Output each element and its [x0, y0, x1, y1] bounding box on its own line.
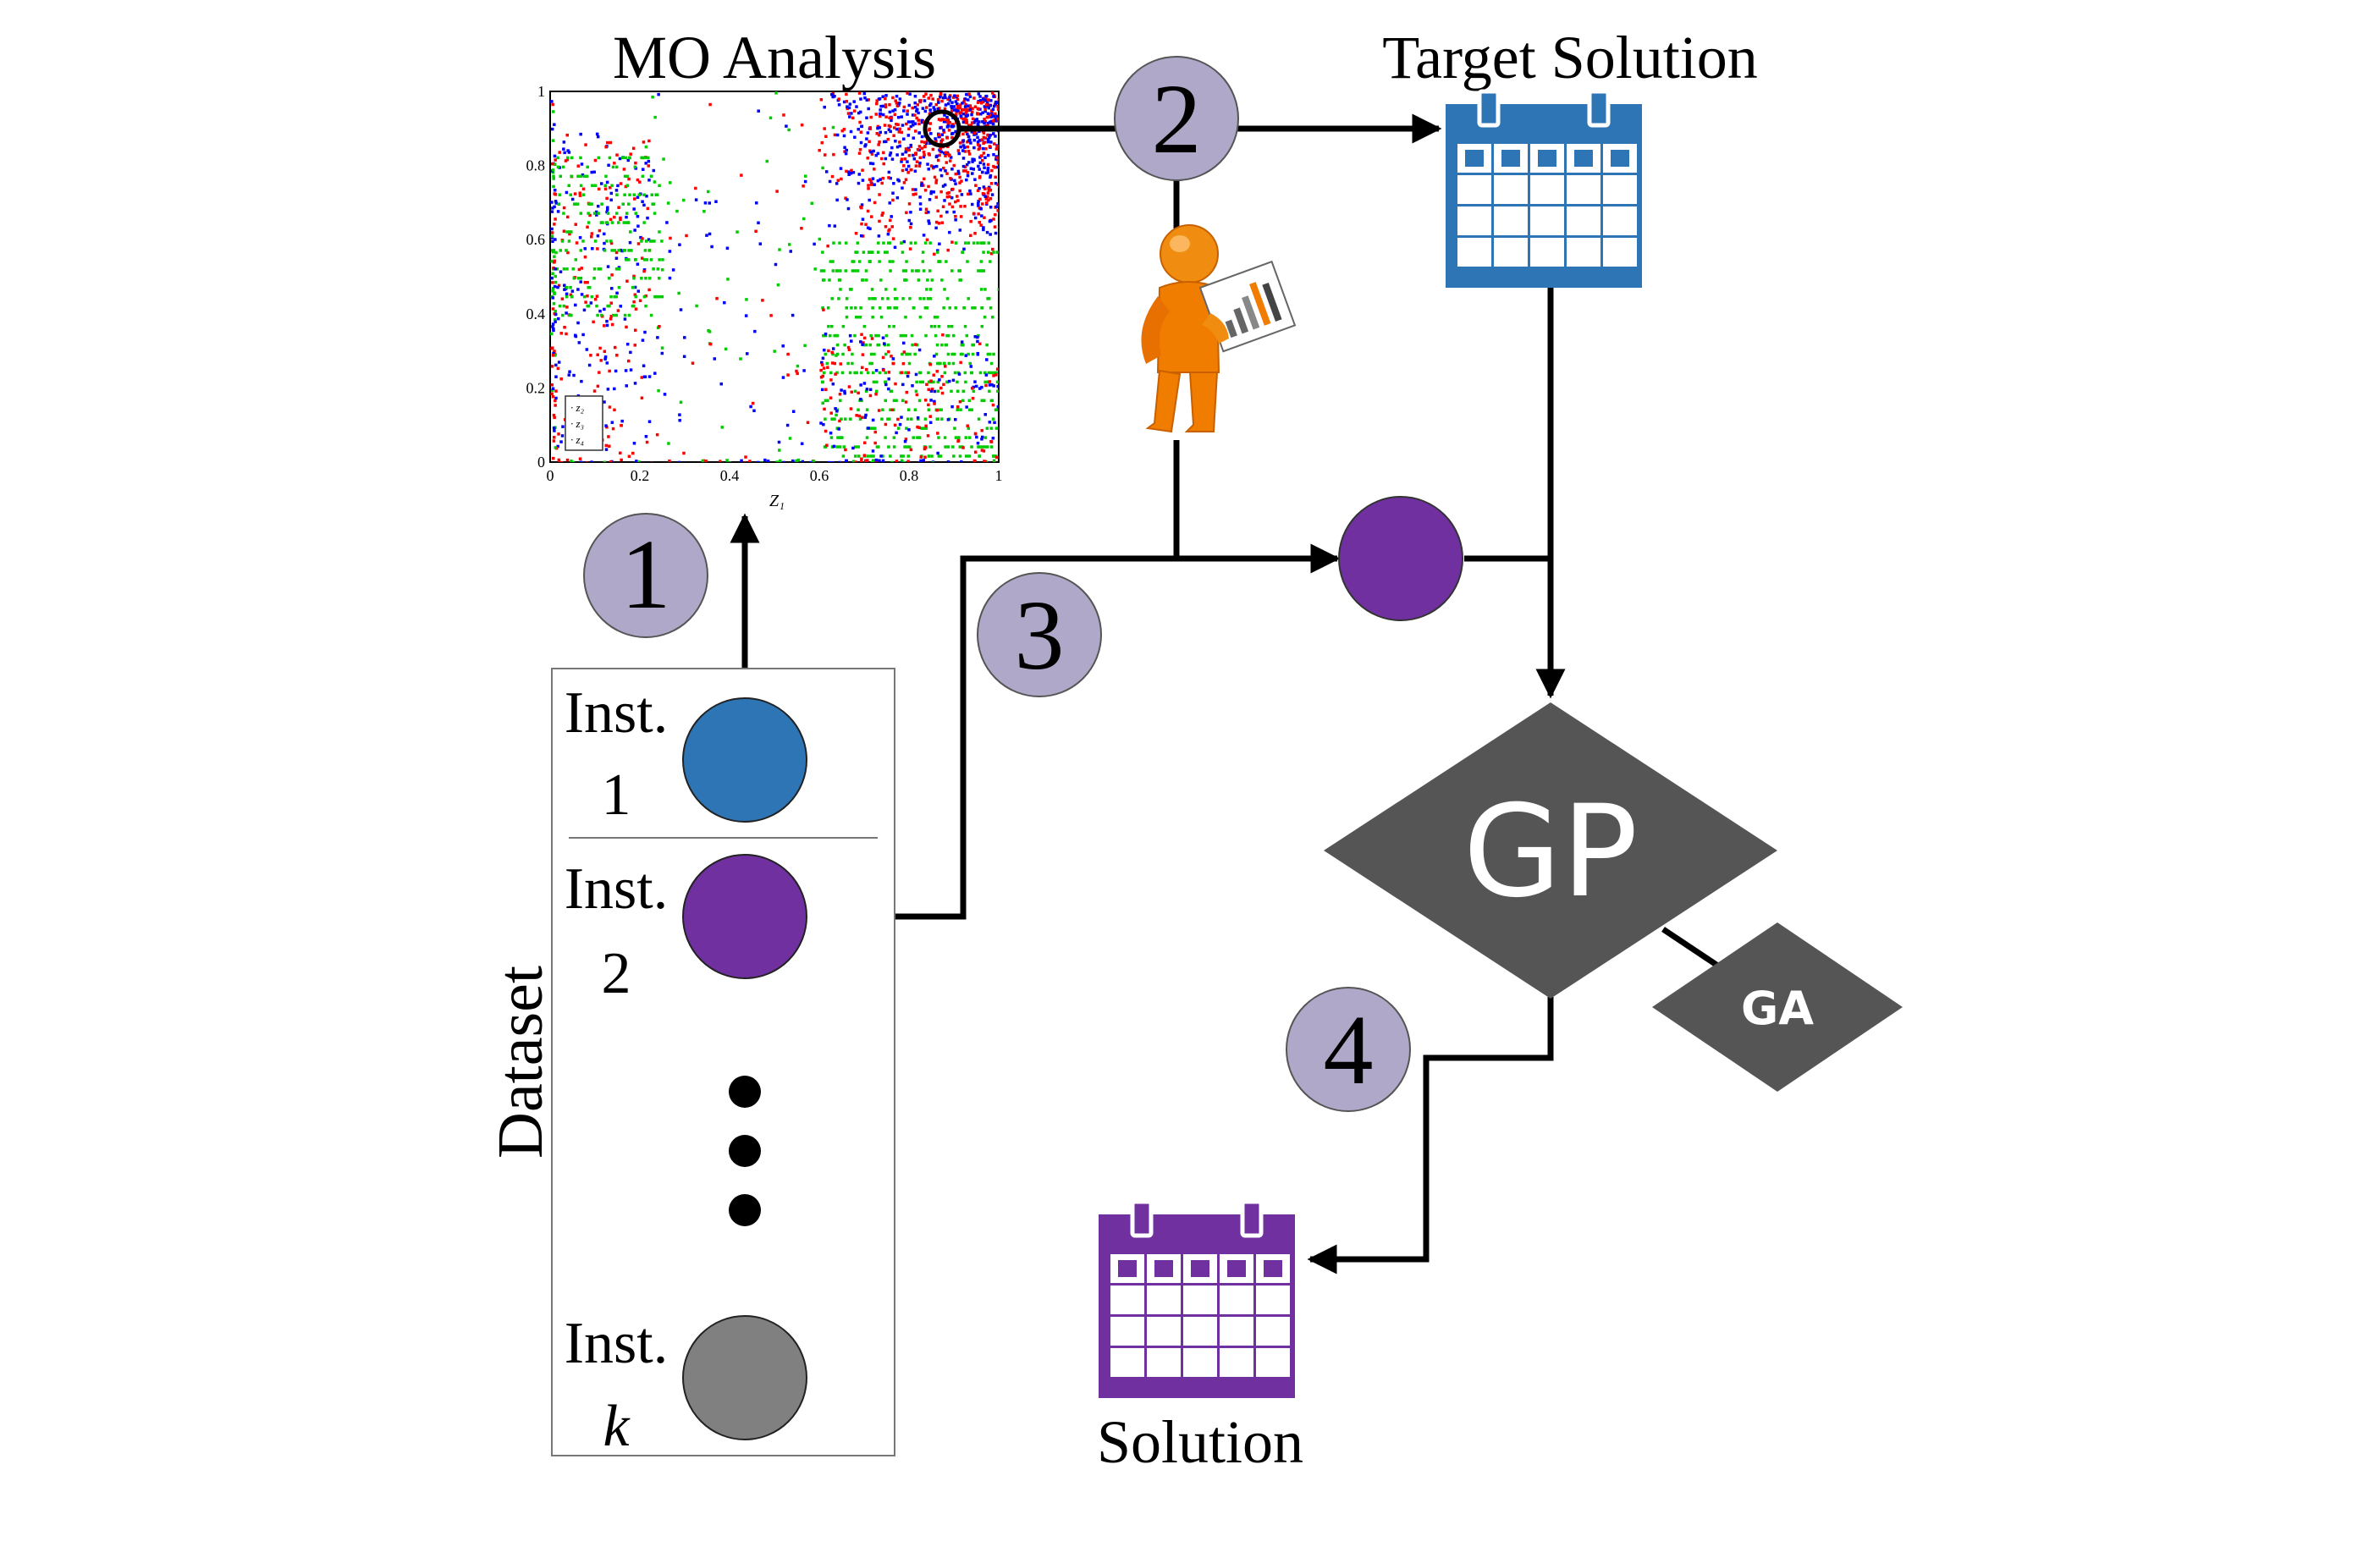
step-2: 2: [1114, 56, 1239, 181]
ga-diamond: [1652, 922, 1903, 1092]
plot-frame: [549, 91, 1000, 463]
y-tick-label: 0.2: [526, 379, 546, 396]
step-3: 3: [977, 572, 1102, 697]
x-tick-label: 0.2: [631, 467, 650, 484]
ellipsis-dot: [729, 1194, 761, 1226]
legend-z2: · z₂: [570, 401, 585, 414]
instance-1-index: 1: [602, 762, 631, 828]
legend-z3: · z₃: [570, 417, 584, 430]
ellipsis-dot: [729, 1135, 761, 1167]
instance-1-label: Inst.: [565, 680, 669, 746]
step-1: 1: [583, 513, 708, 638]
x-tick-label: 0: [547, 467, 554, 484]
y-tick-label: 0: [537, 454, 545, 471]
instance-k-index: k: [603, 1394, 631, 1459]
y-tick-label: 0.6: [526, 231, 546, 248]
solution-calendar-icon: [1099, 1199, 1295, 1398]
x-axis-ticks: 0 0.2 0.4 0.6 0.8 1: [547, 467, 1003, 484]
y-tick-label: 0.8: [526, 157, 546, 174]
dataset-label: Dataset: [485, 966, 556, 1159]
analyst-person-icon: [1141, 224, 1297, 433]
dataset-panel: Dataset Inst. 1 Inst. 2 Inst. k: [485, 668, 895, 1459]
instance-k: Inst. k: [565, 1311, 807, 1459]
x-tick-label: 1: [995, 467, 1003, 484]
ellipsis-dots: [729, 1076, 761, 1226]
instance-2-label: Inst.: [565, 856, 669, 922]
target-calendar-icon: [1446, 89, 1642, 288]
ga-label: GA: [1741, 982, 1814, 1035]
gp-diamond: [1324, 702, 1777, 999]
mo-analysis-plot: MO Analysis 0 0.2 0.4 0.6 0.8 1 0 0.2 0.4 0.6 0.8…: [526, 24, 1003, 510]
y-axis-ticks: 0 0.2 0.4 0.6 0.8 1: [526, 83, 546, 471]
ga-block: GA: [1652, 922, 1903, 1092]
instance-2-node: [682, 854, 807, 979]
step-4: 4: [1286, 987, 1411, 1112]
instance-1: Inst. 1: [565, 680, 807, 828]
step-4-number: 4: [1324, 994, 1374, 1105]
selected-instance-node: [1338, 496, 1463, 621]
y-tick-label: 0.4: [526, 306, 546, 322]
instance-k-label: Inst.: [565, 1311, 669, 1376]
step-2-number: 2: [1152, 63, 1202, 174]
instance-2-index: 2: [602, 941, 631, 1006]
x-tick-label: 0.6: [810, 467, 829, 484]
plot-legend: · z₂ · z₃ · z₄: [565, 395, 603, 451]
mo-analysis-title: MO Analysis: [613, 24, 936, 91]
x-tick-label: 0.4: [720, 467, 740, 484]
ellipsis-dot: [729, 1076, 761, 1108]
target-solution-title: Target Solution: [1382, 24, 1758, 91]
instance-k-node: [682, 1315, 807, 1440]
legend-z4: · z₄: [570, 433, 585, 446]
gp-block: GP: [1324, 702, 1777, 999]
arrow-gp-to-solution: [1307, 997, 1554, 1274]
solution-title: Solution: [1097, 1408, 1303, 1476]
gp-label: GP: [1463, 779, 1639, 926]
step-3-number: 3: [1015, 580, 1065, 691]
instance-1-node: [682, 697, 807, 823]
step-1-number: 1: [621, 519, 671, 630]
y-tick-label: 1: [537, 83, 545, 100]
instance-2: Inst. 2: [565, 854, 807, 1006]
x-axis-label: Z₁: [769, 492, 785, 510]
x-tick-label: 0.8: [900, 467, 919, 484]
